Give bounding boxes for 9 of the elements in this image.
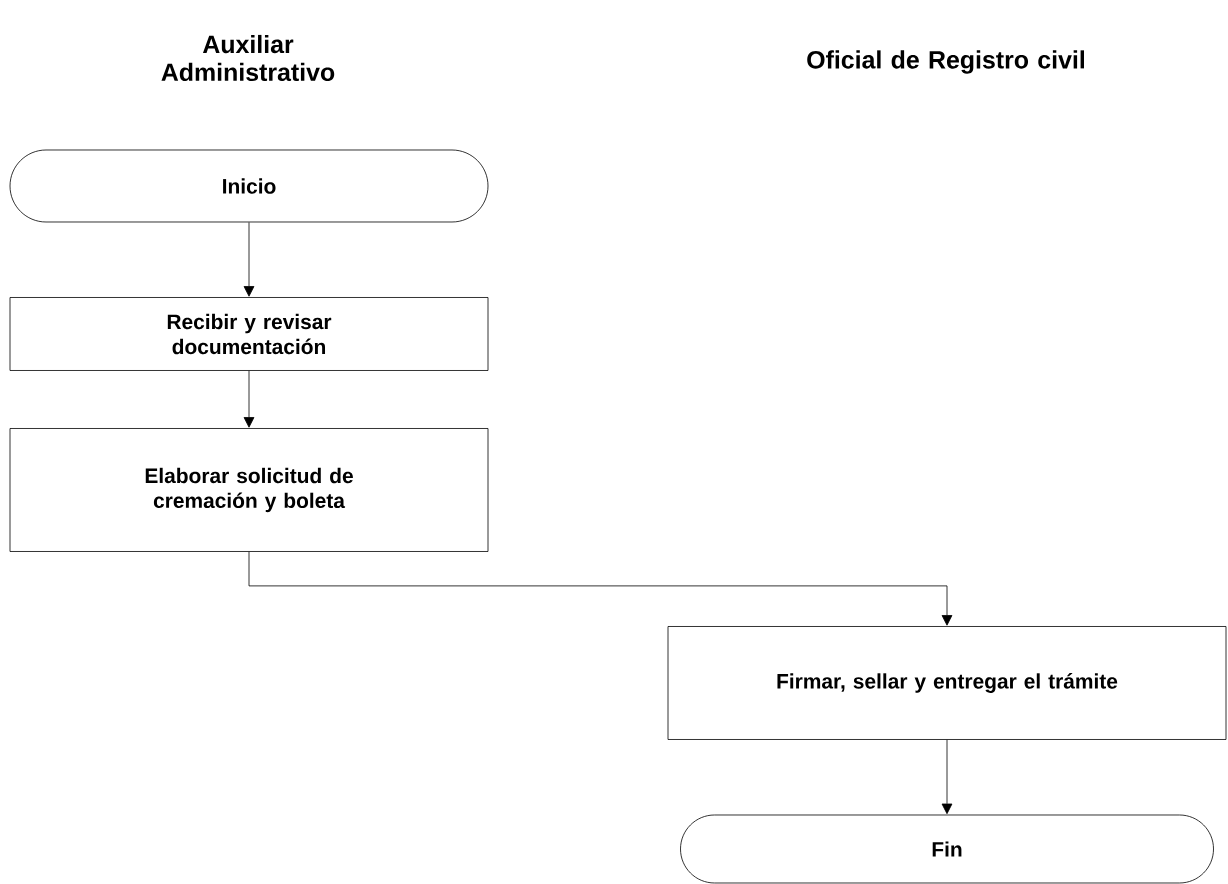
arrow (243, 370, 255, 428)
process-box: Recibir y revisar documentación (9, 297, 489, 371)
lane-heading: Auxiliar Administrativo (161, 34, 335, 82)
lane-heading: Oficial de Registro civil (807, 50, 1084, 74)
process-box: Elaborar solicitud de cremación y boleta (9, 428, 489, 552)
process-box: Firmar, sellar y entregar el trámite (667, 626, 1227, 740)
arrow (248, 551, 953, 626)
arrow (243, 222, 255, 297)
arrow (941, 739, 953, 815)
